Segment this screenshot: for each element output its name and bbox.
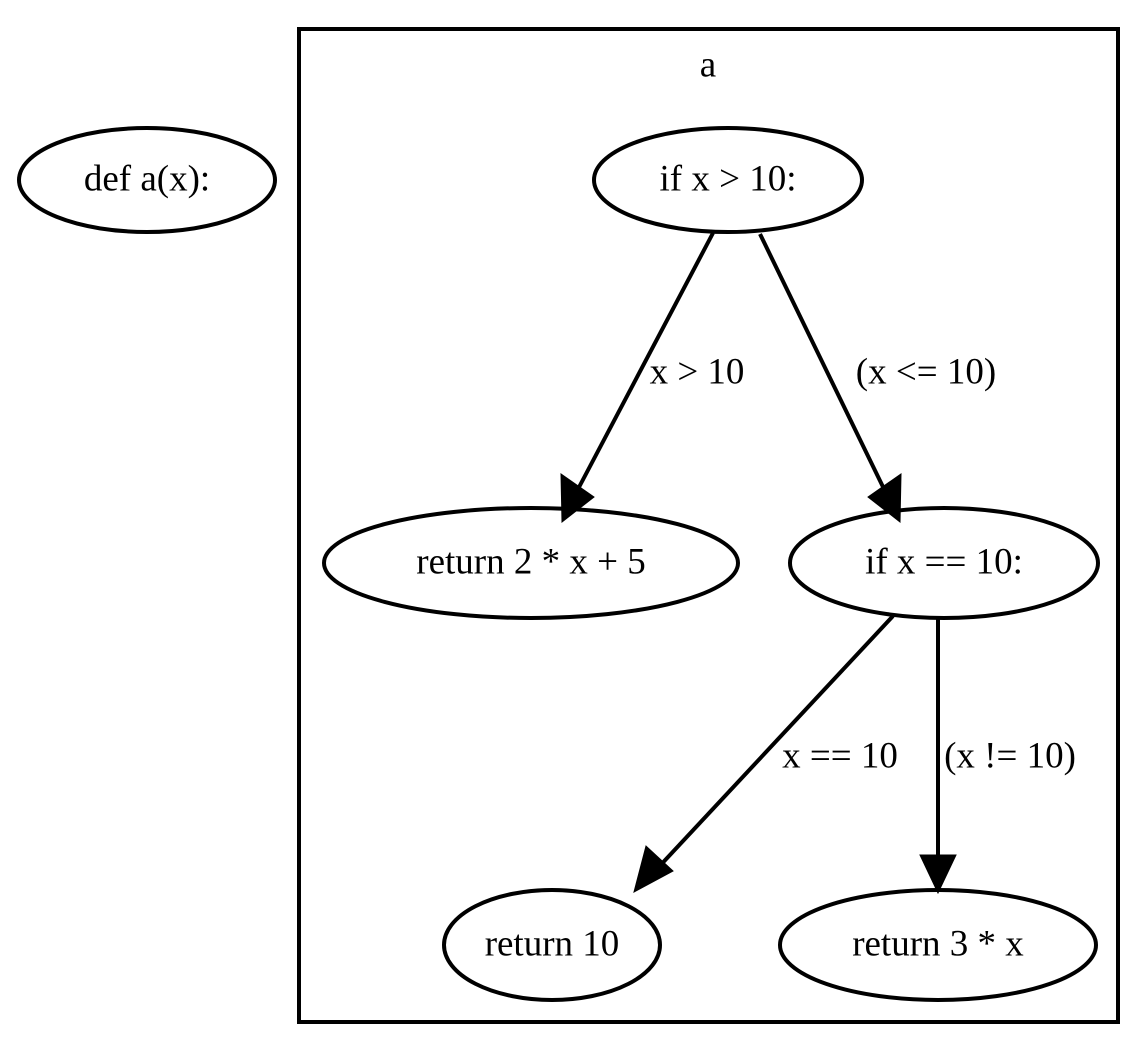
node-ellipse-return-2x-plus-5[interactable] <box>322 506 740 620</box>
node-label-if-x-gt-10: if x > 10: <box>660 158 797 199</box>
node-label-return-3x: return 3 * x <box>852 923 1024 964</box>
node-ellipse-return-10[interactable] <box>442 888 662 1002</box>
arrowhead-x-lte-10 <box>867 473 902 524</box>
cluster-border-a <box>297 27 1120 1024</box>
node-ellipse-def[interactable] <box>17 126 277 234</box>
arrowhead-x-eq-10 <box>633 845 674 893</box>
edge-if-gt-to-if-eq: (x <= 10) <box>758 233 996 524</box>
edge-label-x-lte-10: (x <= 10) <box>856 351 996 392</box>
node-return-10[interactable]: return 10 <box>442 888 662 1002</box>
node-if-x-gt-10[interactable]: if x > 10: <box>592 126 864 234</box>
edge-if-eq-to-return-10: x == 10 <box>633 614 898 893</box>
edge-if-eq-to-return-3x: (x != 10) <box>919 618 1076 895</box>
node-ellipse-if-x-gt-10[interactable] <box>592 126 864 234</box>
node-label-def: def a(x): <box>84 158 210 199</box>
node-label-return-10: return 10 <box>485 923 620 964</box>
cluster-label-a: a <box>700 44 716 85</box>
edge-label-x-neq-10: (x != 10) <box>944 735 1076 776</box>
node-label-if-x-eq-10: if x == 10: <box>865 541 1023 582</box>
node-if-x-eq-10[interactable]: if x == 10: <box>788 506 1100 620</box>
arrowhead-x-neq-10 <box>919 854 957 895</box>
node-return-3x[interactable]: return 3 * x <box>778 888 1098 1002</box>
edge-if-gt-to-return-2x: x > 10 <box>560 232 745 524</box>
node-ellipse-if-x-eq-10[interactable] <box>788 506 1100 620</box>
edge-line-x-gt-10 <box>575 232 715 492</box>
edge-line-x-lte-10 <box>758 233 887 492</box>
arrowhead-x-gt-10 <box>560 473 595 524</box>
edge-label-x-eq-10: x == 10 <box>782 735 898 776</box>
edge-label-x-gt-10: x > 10 <box>650 351 745 392</box>
node-return-2x-plus-5[interactable]: return 2 * x + 5 <box>322 506 740 620</box>
node-label-return-2x-plus-5: return 2 * x + 5 <box>416 541 645 582</box>
node-def[interactable]: def a(x): <box>17 126 277 234</box>
edge-line-x-eq-10 <box>653 614 895 873</box>
